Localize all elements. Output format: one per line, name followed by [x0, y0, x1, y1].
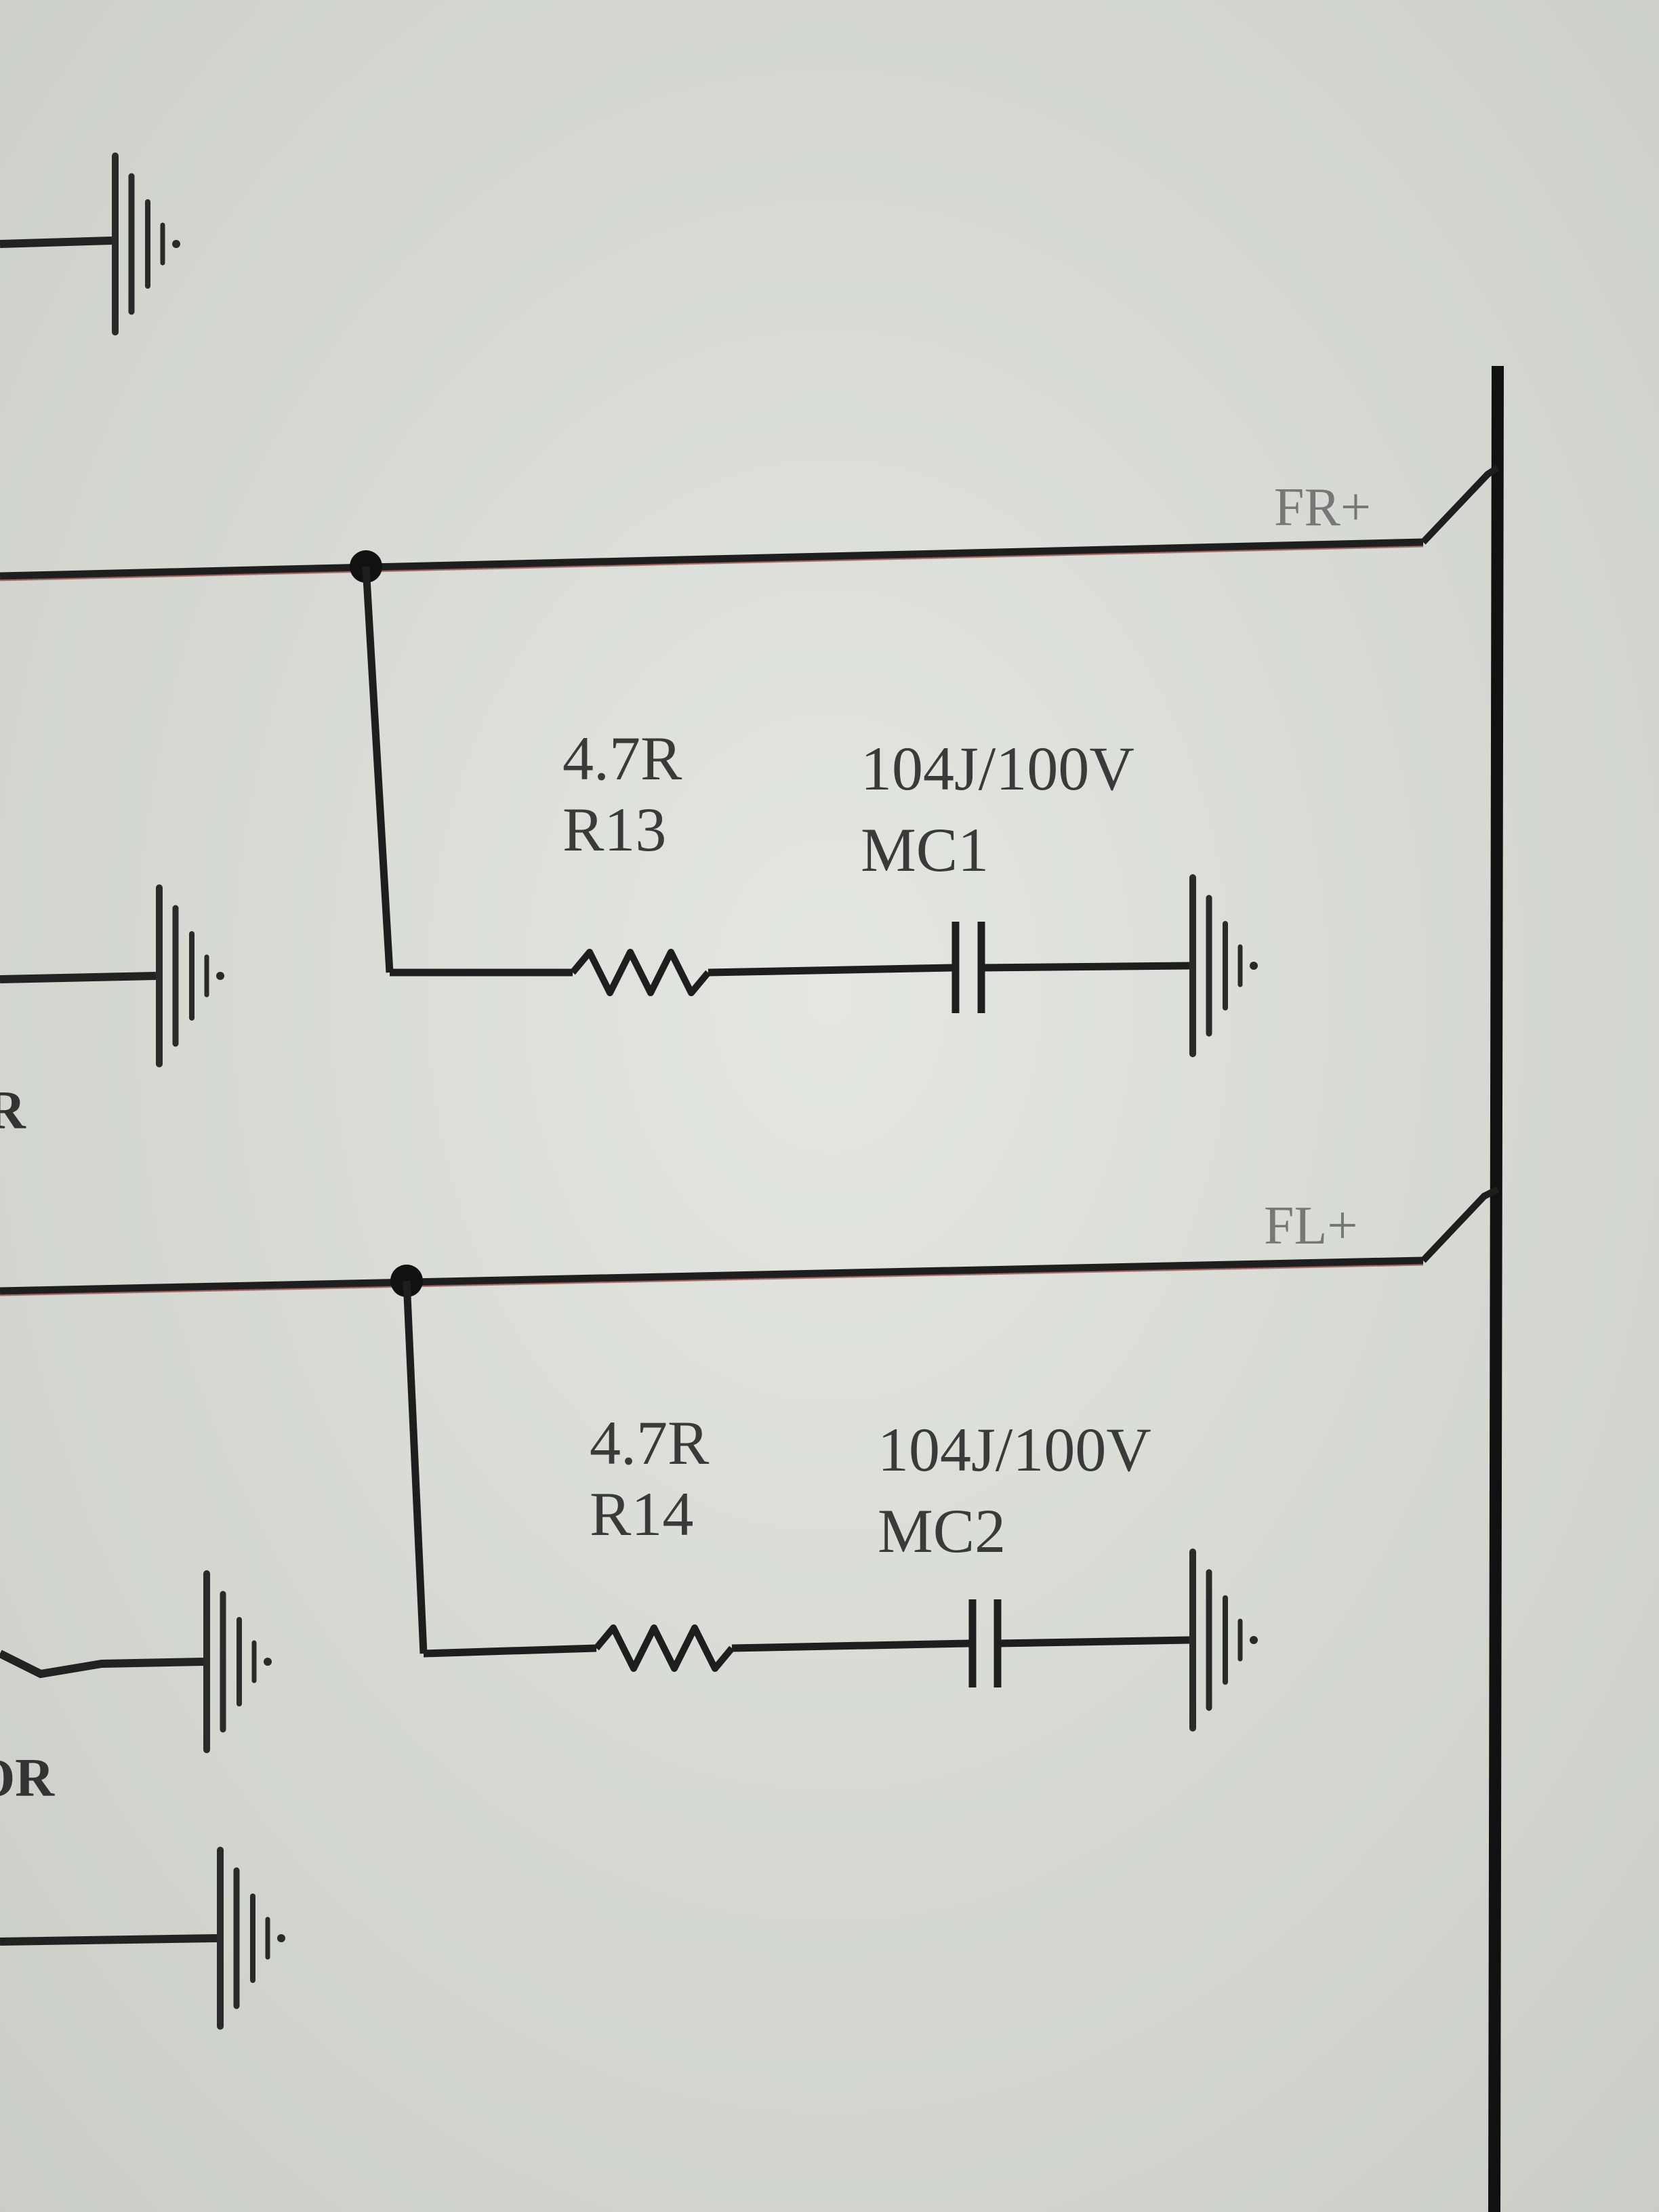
- ground-left-lower-2: [0, 1850, 285, 2026]
- edge-label-left-mid: R: [0, 1081, 26, 1141]
- wire-fl-to-bus: [1420, 1186, 1500, 1263]
- wire-fr-drop: [362, 566, 394, 973]
- resistor-icon: [594, 1624, 735, 1672]
- wire-fl-main: [0, 1256, 1424, 1295]
- resistor-icon: [570, 949, 711, 996]
- branch-fr: FR+ 4.7R R13 104J/100V MC1: [0, 464, 1500, 1054]
- resistor-ref-r14: R14: [590, 1479, 693, 1549]
- wire-fr-main: [0, 538, 1424, 580]
- branch-fl: FL+ 4.7R R14 104J/100V MC2: [0, 1186, 1500, 1728]
- capacitor-ref-mc2: MC2: [878, 1496, 1006, 1565]
- wire-fl-drop: [403, 1280, 428, 1654]
- ground-left-mid: R: [0, 888, 224, 1141]
- resistor-value-r13: 4.7R: [562, 724, 682, 793]
- port-label-fr: FR+: [1274, 478, 1371, 537]
- ground-left-lower-1: OR: [0, 1574, 272, 1808]
- capacitor-value-mc2: 104J/100V: [878, 1415, 1151, 1484]
- resistor-value-r14: 4.7R: [590, 1408, 710, 1477]
- capacitor-value-mc1: 104J/100V: [861, 734, 1134, 803]
- capacitor-ref-mc1: MC1: [861, 815, 989, 884]
- ground-top-left: [0, 156, 180, 332]
- resistor-ref-r13: R13: [562, 795, 666, 864]
- wire-fr-to-bus: [1420, 464, 1500, 545]
- port-label-fl: FL+: [1264, 1196, 1357, 1256]
- output-bus: [1488, 365, 1504, 2212]
- edge-label-left-lower: OR: [0, 1748, 55, 1808]
